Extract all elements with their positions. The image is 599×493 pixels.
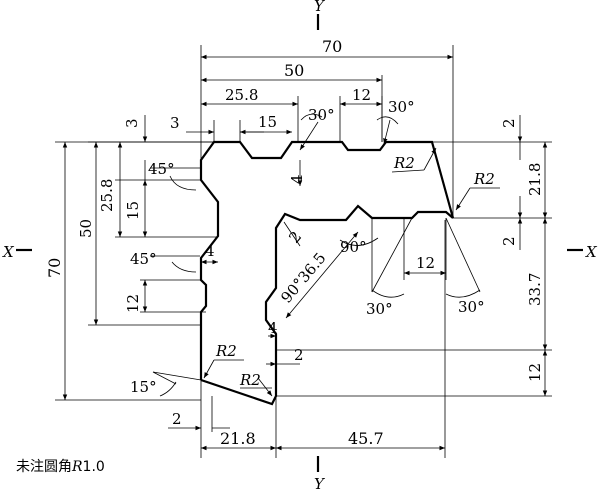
dim-right-2-top: 2 xyxy=(500,118,518,128)
fillet-note: 未注圆角R1.0 xyxy=(16,456,105,476)
dim-top-15: 15 xyxy=(258,113,277,131)
dim-slot-4-left: 4 xyxy=(205,242,215,260)
angle-bottom-30-right: 30° xyxy=(458,298,485,316)
axis-y-top-label: Y xyxy=(314,0,326,15)
dim-right-33-7: 33.7 xyxy=(526,273,544,306)
radius-r2-top: R2 xyxy=(393,154,415,172)
dim-slot-12: 12 xyxy=(416,254,435,272)
angle-left-45-lower: 45° xyxy=(130,250,157,268)
angle-inner-90: 90° xyxy=(340,238,367,256)
dim-lower-2: 2 xyxy=(294,346,304,364)
dim-inner-2: 2 xyxy=(285,228,305,247)
angle-lower-15: 15° xyxy=(130,378,157,396)
angle-inner-90-36-5: 90°36.5 xyxy=(277,249,329,307)
dim-left-3: 3 xyxy=(123,118,141,128)
dim-top-12: 12 xyxy=(352,86,371,104)
dim-right-2-mid: 2 xyxy=(500,236,518,246)
dim-top-3: 3 xyxy=(170,114,180,132)
fillet-note-value: 1.0 xyxy=(82,459,105,475)
dim-right-21-8: 21.8 xyxy=(526,163,544,196)
axis-x-left-label: X xyxy=(2,243,15,261)
dimension-lines xyxy=(62,54,548,451)
dim-bottom-45-7: 45.7 xyxy=(348,429,384,448)
angle-bottom-30-left: 30° xyxy=(366,300,393,318)
fillet-note-prefix: 未注圆角 xyxy=(16,459,72,475)
dim-left-50: 50 xyxy=(77,219,95,238)
radius-r2-left: R2 xyxy=(215,342,237,360)
angle-left-45-upper: 45° xyxy=(148,160,175,178)
dim-left-15: 15 xyxy=(124,201,142,220)
dim-bottom-21-8: 21.8 xyxy=(220,429,256,448)
dim-left-12: 12 xyxy=(124,294,142,313)
dim-top-50: 50 xyxy=(284,61,304,80)
dim-bottom-2: 2 xyxy=(172,410,182,428)
angle-top-30-left: 30° xyxy=(308,106,335,124)
angle-top-30-right: 30° xyxy=(388,98,415,116)
dim-left-70: 70 xyxy=(45,258,64,278)
axis-x-right-label: X xyxy=(585,243,598,261)
axis-y-bottom-label: Y xyxy=(314,475,326,493)
dim-slot-4-lower: 4 xyxy=(268,319,278,337)
dimension-texts: 70 50 25.8 12 3 15 30° 30° 3 70 50 25.8 … xyxy=(45,37,544,448)
dim-left-25-8: 25.8 xyxy=(98,179,116,212)
radius-r2-bottom: R2 xyxy=(239,371,261,389)
fillet-note-r: R xyxy=(72,459,83,475)
radius-r2-right: R2 xyxy=(473,170,495,188)
axis-marks xyxy=(16,14,583,472)
dim-right-12: 12 xyxy=(526,363,544,382)
dim-top-70: 70 xyxy=(322,37,342,56)
dim-top-25-8: 25.8 xyxy=(225,86,258,104)
dim-inner-4: 4 xyxy=(288,174,306,184)
